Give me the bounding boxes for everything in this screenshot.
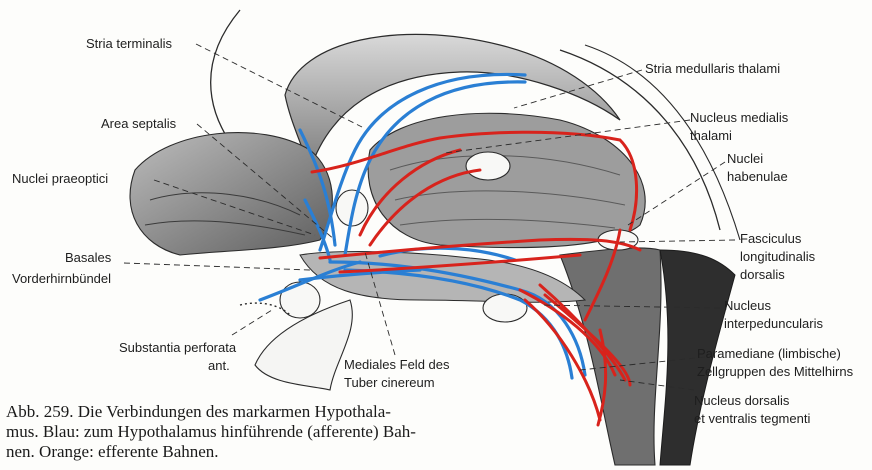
label-area-septalis: Area septalis [101,116,177,131]
label-interpeduncularis-line2: interpeduncularis [724,316,824,331]
label-fasciculus-line3: dorsalis [740,267,785,282]
label-dorsalis-line2: et ventralis tegmenti [694,411,810,426]
label-mediales-line2: Tuber cinereum [344,375,435,390]
label-paramediane-line1: Paramediane (limbische) [697,346,841,361]
label-nucleus-medialis-line1: Nucleus medialis [690,110,789,125]
label-interpeduncularis-line1: Nucleus [724,298,771,313]
label-fasciculus-line2: longitudinalis [740,249,816,264]
label-paramediane-line2: Zellgruppen des Mittelhirns [697,364,854,379]
label-substantia-line2: ant. [208,358,230,373]
caption-line-1: Abb. 259. Die Verbindungen des markarmen… [6,402,551,422]
brain-tissue [130,10,740,465]
label-mediales-line1: Mediales Feld des [344,357,450,372]
caption-line-2: mus. Blau: zum Hypothalamus hinführende … [6,422,551,442]
caption-line-3: nen. Orange: efferente Bahnen. [6,442,551,462]
label-substantia-line1: Substantia perforata [119,340,237,355]
label-fasciculus-line1: Fasciculus [740,231,802,246]
label-nucleus-medialis-line2: thalami [690,128,732,143]
label-stria-terminalis: Stria terminalis [86,36,172,51]
label-nuclei-habenulae-line2: habenulae [727,169,788,184]
label-nuclei-habenulae-line1: Nuclei [727,151,763,166]
label-basales-line2: Vorderhirnbündel [12,271,111,286]
label-stria-medullaris: Stria medullaris thalami [645,61,780,76]
label-basales-line1: Basales [65,250,112,265]
label-dorsalis-line1: Nucleus dorsalis [694,393,790,408]
label-nuclei-praeoptici: Nuclei praeoptici [12,171,108,186]
figure-caption: Abb. 259. Die Verbindungen des markarmen… [6,402,551,462]
